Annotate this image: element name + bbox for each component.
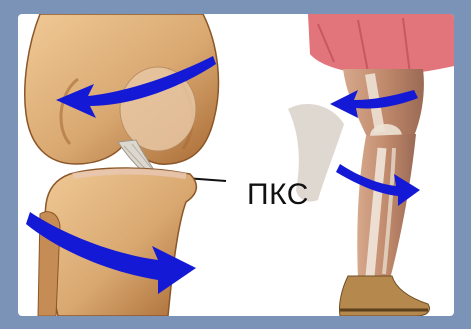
figure-panel: ПКС bbox=[18, 14, 454, 316]
leg-illustration bbox=[288, 14, 454, 316]
knee-acl-illustration bbox=[18, 14, 454, 316]
acl-label: ПКС bbox=[247, 180, 309, 210]
skirt bbox=[308, 14, 454, 75]
knee-joint-illustration bbox=[25, 14, 226, 316]
